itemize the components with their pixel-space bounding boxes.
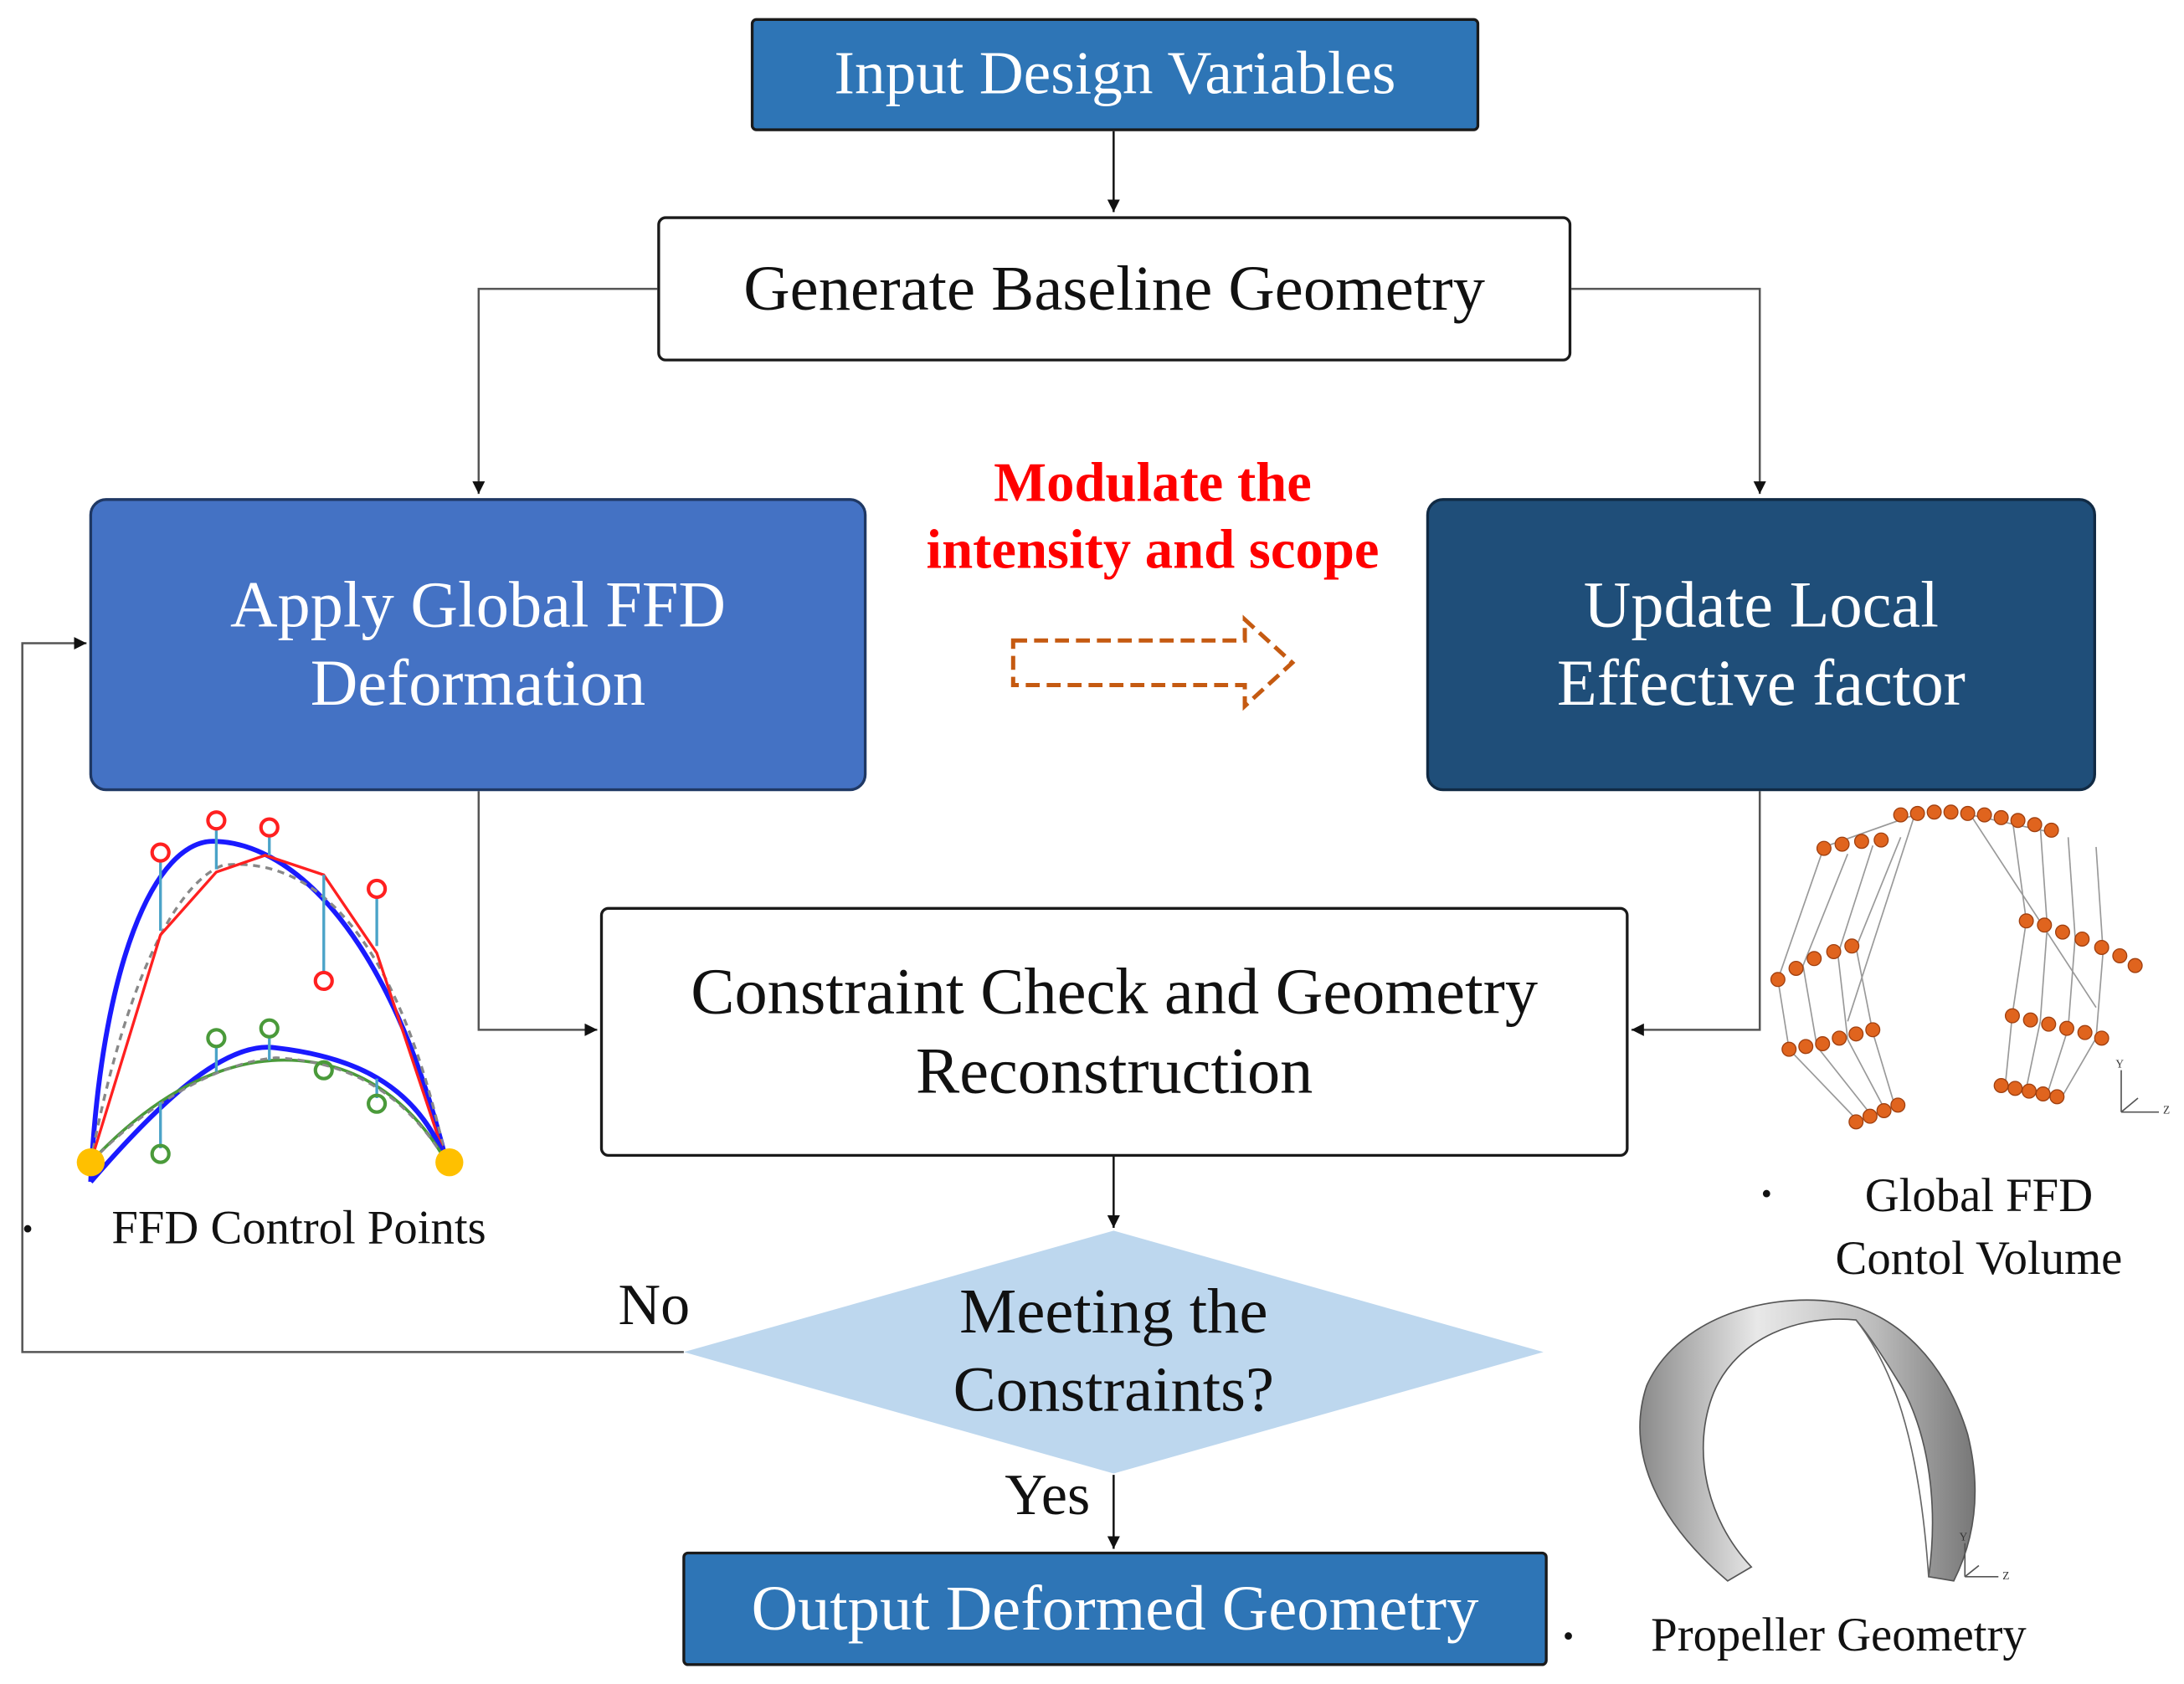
bullet-ffd-points: • bbox=[22, 1211, 33, 1246]
propeller-axis-triad bbox=[1964, 1543, 1999, 1578]
propeller-blade bbox=[1639, 1299, 1976, 1582]
propeller-axis-y: Y bbox=[1960, 1530, 1968, 1543]
anchor-point-right bbox=[435, 1148, 464, 1177]
decision-label: Meeting the Constraints? bbox=[782, 1272, 1447, 1429]
arrow-baseline-to-local bbox=[1571, 287, 1766, 495]
propeller-edge bbox=[1855, 1319, 1930, 1577]
global-ffd-label-line1: Apply Global FFD bbox=[229, 568, 726, 642]
baseline-geometry-box: Generate Baseline Geometry bbox=[657, 216, 1572, 362]
local-factor-label-line1: Update Local bbox=[1583, 568, 1939, 642]
arrow-global-to-check bbox=[477, 791, 598, 1036]
decision-label-line2: Constraints? bbox=[953, 1353, 1275, 1425]
ffd-points-caption: FFD Control Points bbox=[111, 1203, 486, 1255]
propeller-geometry-figure: Y Z bbox=[1639, 1299, 2009, 1582]
input-design-variables-box: Input Design Variables bbox=[750, 18, 1480, 131]
modulate-label: Modulate the intensity and scope bbox=[887, 449, 1417, 583]
ffd-control-points-figure bbox=[76, 810, 464, 1183]
no-label: No bbox=[618, 1274, 691, 1338]
constraint-check-label-line1: Constraint Check and Geometry bbox=[691, 956, 1539, 1029]
volume-axis-z: Z bbox=[2163, 1103, 2170, 1116]
bullet-control-volume: • bbox=[1760, 1176, 1772, 1212]
modulate-label-line2: intensity and scope bbox=[926, 517, 1380, 581]
decision-label-line1: Meeting the bbox=[959, 1275, 1268, 1347]
local-factor-label-line2: Effective factor bbox=[1556, 647, 1966, 721]
arrow-no-loop bbox=[21, 637, 684, 1353]
red-control-point-3 bbox=[259, 817, 280, 838]
green-control-point-1 bbox=[150, 1143, 171, 1164]
baseline-label: Generate Baseline Geometry bbox=[743, 253, 1486, 325]
modulate-arrow bbox=[1010, 614, 1296, 711]
green-control-point-5 bbox=[367, 1093, 388, 1114]
ffd-control-volume-figure: Y Z bbox=[1770, 804, 2170, 1130]
volume-axis-y: Y bbox=[2115, 1057, 2124, 1070]
propeller-axis-z: Z bbox=[2002, 1569, 2009, 1582]
bullet-propeller: • bbox=[1563, 1618, 1574, 1654]
local-factor-box: Update Local Effective factor bbox=[1426, 498, 2096, 792]
output-label: Output Deformed Geometry bbox=[751, 1573, 1479, 1645]
constraint-check-label-line2: Reconstruction bbox=[915, 1035, 1313, 1107]
red-control-point-2 bbox=[206, 810, 227, 831]
output-deformed-geometry-box: Output Deformed Geometry bbox=[682, 1551, 1548, 1666]
input-label: Input Design Variables bbox=[834, 39, 1396, 108]
control-volume-caption: Global FFD Contol Volume bbox=[1811, 1167, 2146, 1292]
green-control-point-3 bbox=[259, 1018, 280, 1039]
green-curve-inner bbox=[90, 1058, 449, 1163]
anchor-point-left bbox=[76, 1148, 105, 1177]
blue-curve-inner bbox=[89, 1045, 450, 1183]
arrow-baseline-to-global bbox=[472, 287, 658, 495]
red-control-point-5 bbox=[367, 878, 388, 900]
red-curve-outer bbox=[89, 854, 449, 1163]
modulate-label-line1: Modulate the bbox=[994, 450, 1312, 514]
constraint-check-box: Constraint Check and Geometry Reconstruc… bbox=[599, 906, 1629, 1158]
yes-label: Yes bbox=[1005, 1463, 1091, 1528]
red-control-point-1 bbox=[150, 842, 171, 863]
volume-axis-triad bbox=[2120, 1070, 2160, 1113]
green-control-point-4 bbox=[313, 1060, 334, 1081]
volume-nodes bbox=[1770, 804, 2143, 1130]
propeller-caption: Propeller Geometry bbox=[1651, 1610, 2027, 1662]
global-ffd-box: Apply Global FFD Deformation bbox=[89, 498, 867, 792]
global-ffd-label-line2: Deformation bbox=[310, 647, 646, 721]
dashed-curve-inner bbox=[90, 1056, 448, 1163]
control-volume-caption-line1: Global FFD bbox=[1864, 1170, 2094, 1223]
blue-curve-outer bbox=[88, 839, 450, 1183]
green-control-point-2 bbox=[206, 1028, 227, 1049]
volume-lattice bbox=[1777, 814, 2104, 1120]
control-volume-caption-line2: Contol Volume bbox=[1835, 1233, 2123, 1286]
arrow-local-to-check bbox=[1631, 791, 1761, 1036]
red-control-point-4 bbox=[313, 970, 334, 992]
